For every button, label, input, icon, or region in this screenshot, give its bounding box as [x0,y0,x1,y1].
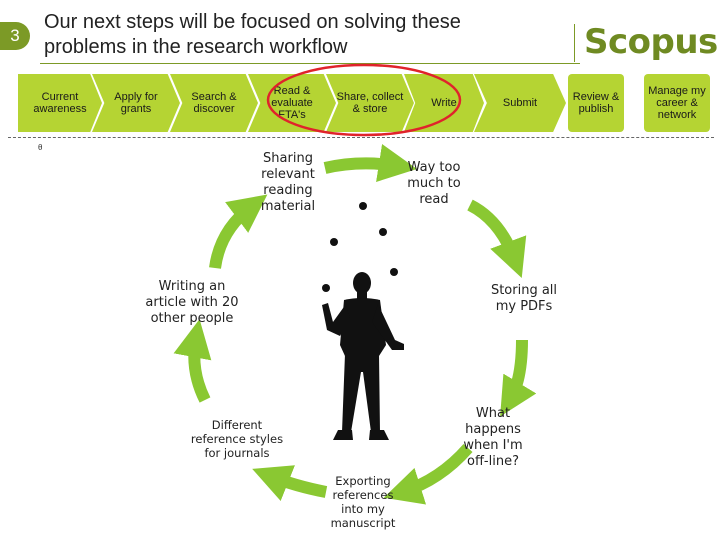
section-divider [8,137,714,138]
cycle-arrow-left [173,319,212,403]
cycle-label-offline: What happens when I'm off-line? [463,406,523,469]
tiny-mark: θ [38,143,43,152]
cycle-arrow-top [323,144,417,182]
workflow-step-label: Read & evaluate FTA's [271,85,313,121]
workflow-step-review-publish: Review & publish [568,74,624,132]
workflow-step-submit: Submit [474,74,566,132]
cycle-label-storing-pdfs: Storing all my PDFs [490,283,558,314]
workflow-step-label: Share, collect & store [336,91,404,115]
cycle-label-writing-article: Writing an article with 20 other people [145,279,239,326]
workflow-step-label: Review & publish [572,91,620,115]
cycle-arrow-right [500,339,537,417]
workflow-bar: Current awareness Apply for grants Searc… [0,74,720,132]
workflow-step-label: Write [431,97,457,109]
step-number-badge: 3 [0,22,30,50]
cycle-label-exporting-references: Exporting references into my manuscript [330,474,396,530]
workflow-step-label: Search & discover [191,91,237,115]
title-underline [40,63,580,64]
workflow-step-share-collect-store: Share, collect & store [326,74,414,132]
workflow-step-write: Write [404,74,484,132]
cycle-arrow-bottom-left [252,465,328,501]
cycle-label-too-much-to-read: Way too much to read [407,160,461,207]
highlight-ellipse [266,63,462,137]
title-line-2: problems in the research workflow [44,36,348,58]
cycle-arrow-upper-left [209,194,268,269]
workflow-step-search-discover: Search & discover [170,74,258,132]
workflow-step-apply-for-grants: Apply for grants [92,74,180,132]
juggling-balls [322,202,398,292]
cycle-label-sharing: Sharing relevant reading material [260,151,316,214]
cycle-arrow-bottom-right [383,444,473,505]
scopus-logo: Scopus [584,22,718,62]
cycle-label-reference-styles: Different reference styles for journals [190,418,284,460]
workflow-step-current-awareness: Current awareness [18,74,102,132]
workflow-step-label: Current awareness [33,91,87,115]
workflow-step-label: Apply for grants [114,91,158,115]
cycle-arrow-upper-right [467,199,527,278]
juggling-person-icon [322,272,404,440]
workflow-step-label: Submit [502,97,538,109]
workflow-step-manage-career: Manage my career & network [644,74,710,132]
title-line-1: Our next steps will be focused on solvin… [44,11,461,33]
workflow-step-label: Manage my career & network [648,85,706,121]
slide-title: Our next steps will be focused on solvin… [44,10,564,60]
logo-divider [574,24,575,62]
